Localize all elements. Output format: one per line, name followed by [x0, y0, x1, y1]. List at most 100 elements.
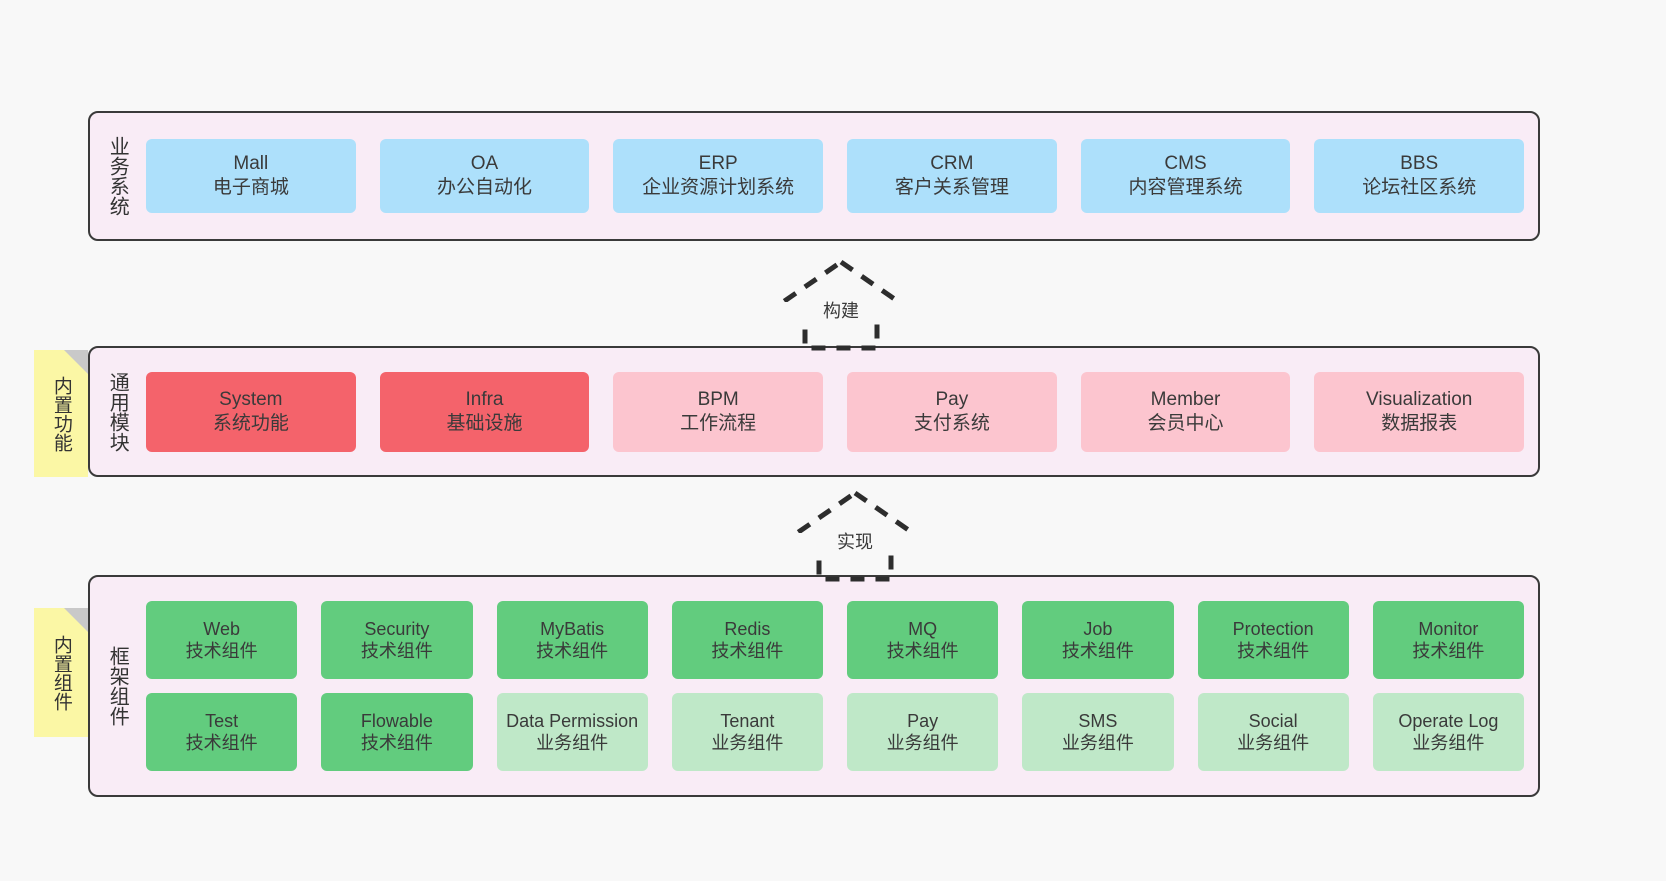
- sticky-note-label: 内置组件: [50, 634, 72, 711]
- card-sms[interactable]: SMS 业务组件: [1022, 693, 1174, 771]
- card-title-en: Operate Log: [1398, 710, 1499, 731]
- card-title-cn: 论坛社区系统: [1362, 177, 1477, 198]
- card-title-cn: 工作流程: [680, 412, 757, 434]
- card-bbs[interactable]: BBS 论坛社区系统: [1314, 139, 1525, 213]
- card-tenant[interactable]: Tenant 业务组件: [671, 693, 823, 771]
- card-title-cn: 技术组件: [1237, 641, 1310, 661]
- card-infra[interactable]: Infra 基础设施: [379, 371, 590, 452]
- card-social[interactable]: Social 业务组件: [1197, 693, 1349, 771]
- layer-body-common-modules: System 系统功能 Infra 基础设施 BPM 工作流程 Pay 支付系统…: [136, 356, 1525, 467]
- card-title-cn: 支付系统: [913, 412, 990, 434]
- card-member[interactable]: Member 会员中心: [1080, 371, 1291, 452]
- card-row: Web 技术组件 Security 技术组件 MyBatis 技术组件 Redi…: [146, 601, 1524, 679]
- card-title-en: Security: [364, 618, 430, 639]
- card-mall[interactable]: Mall 电子商城: [146, 139, 356, 213]
- card-title-cn: 技术组件: [185, 733, 258, 753]
- card-cms[interactable]: CMS 内容管理系统: [1080, 139, 1291, 213]
- card-title-cn: 系统功能: [212, 412, 289, 434]
- card-title-en: Protection: [1232, 618, 1314, 639]
- card-data-permission[interactable]: Data Permission 业务组件: [496, 693, 648, 771]
- card-title-cn: 客户关系管理: [894, 177, 1009, 198]
- card-title-cn: 技术组件: [360, 641, 433, 661]
- card-title-en: MyBatis: [540, 618, 605, 639]
- card-title-cn: 办公自动化: [437, 177, 533, 198]
- card-title-en: System: [219, 388, 283, 410]
- card-title-cn: 技术组件: [536, 641, 609, 661]
- card-visualization[interactable]: Visualization 数据报表: [1314, 371, 1525, 452]
- card-title-cn: 业务组件: [1412, 733, 1485, 753]
- card-title-en: Job: [1083, 618, 1113, 639]
- card-title-cn: 技术组件: [1412, 641, 1485, 661]
- card-erp[interactable]: ERP 企业资源计划系统: [613, 139, 824, 213]
- card-test[interactable]: Test 技术组件: [146, 693, 298, 771]
- card-system[interactable]: System 系统功能: [146, 371, 356, 452]
- sticky-note-builtin-features: 内置功能: [34, 350, 88, 477]
- card-title-cn: 业务组件: [1237, 733, 1310, 753]
- card-title-en: Pay: [907, 710, 939, 731]
- card-title-en: Social: [1248, 710, 1298, 731]
- card-title-cn: 数据报表: [1381, 412, 1458, 434]
- card-title-cn: 技术组件: [711, 641, 784, 661]
- fold-corner-icon: [64, 350, 88, 374]
- arrow-realize-icon: [765, 489, 945, 582]
- card-row: System 系统功能 Infra 基础设施 BPM 工作流程 Pay 支付系统…: [146, 371, 1525, 452]
- layer-common-modules: 通用模块 System 系统功能 Infra 基础设施 BPM 工作流程 Pay…: [88, 346, 1540, 477]
- card-title-en: CRM: [930, 153, 974, 175]
- arrow-realize: 实现: [765, 489, 945, 582]
- card-title-en: Infra: [465, 388, 504, 410]
- card-title-en: Pay: [935, 388, 969, 410]
- card-title-en: Flowable: [360, 710, 433, 731]
- sticky-note-label: 内置功能: [50, 375, 72, 452]
- card-operate-log[interactable]: Operate Log 业务组件: [1372, 693, 1524, 771]
- card-title-en: Redis: [724, 618, 771, 639]
- arrow-build-icon: [751, 258, 931, 351]
- card-flowable[interactable]: Flowable 技术组件: [321, 693, 473, 771]
- layer-title-business-system: 业务系统: [106, 136, 129, 216]
- card-crm[interactable]: CRM 客户关系管理: [847, 139, 1057, 213]
- layer-title-common-modules: 通用模块: [106, 371, 129, 452]
- card-row: Test 技术组件 Flowable 技术组件 Data Permission …: [146, 693, 1524, 771]
- card-title-en: OA: [470, 153, 499, 175]
- card-title-cn: 技术组件: [886, 641, 959, 661]
- card-mybatis[interactable]: MyBatis 技术组件: [496, 601, 648, 679]
- card-title-en: ERP: [698, 153, 738, 175]
- card-mq[interactable]: MQ 技术组件: [847, 601, 999, 679]
- card-title-en: Visualization: [1366, 388, 1473, 410]
- card-title-en: Test: [205, 710, 239, 731]
- card-title-en: BPM: [697, 388, 739, 410]
- card-bpm[interactable]: BPM 工作流程: [613, 371, 824, 452]
- card-title-en: Tenant: [720, 710, 775, 731]
- arrow-build: 构建: [751, 258, 931, 351]
- layer-business-system: 业务系统 Mall 电子商城 OA 办公自动化 ERP 企业资源计划系统 CRM…: [88, 111, 1540, 241]
- card-pay-module[interactable]: Pay 支付系统: [847, 371, 1057, 452]
- card-title-cn: 技术组件: [1061, 641, 1134, 661]
- card-title-cn: 业务组件: [886, 733, 959, 753]
- card-title-cn: 技术组件: [185, 641, 258, 661]
- card-title-en: Web: [203, 618, 240, 639]
- card-title-cn: 企业资源计划系统: [642, 177, 795, 198]
- card-title-cn: 技术组件: [360, 733, 433, 753]
- card-title-cn: 业务组件: [711, 733, 784, 753]
- card-pay-component[interactable]: Pay 业务组件: [847, 693, 999, 771]
- card-web[interactable]: Web 技术组件: [146, 601, 298, 679]
- layer-title-framework-components: 框架组件: [106, 646, 129, 726]
- card-title-en: SMS: [1078, 710, 1118, 731]
- layer-framework-components: 框架组件 Web 技术组件 Security 技术组件 MyBatis 技术组件…: [88, 575, 1540, 797]
- card-row: Mall 电子商城 OA 办公自动化 ERP 企业资源计划系统 CRM 客户关系…: [146, 139, 1525, 213]
- card-title-cn: 基础设施: [446, 412, 523, 434]
- fold-corner-icon: [64, 608, 88, 632]
- card-security[interactable]: Security 技术组件: [321, 601, 473, 679]
- layer-body-business-system: Mall 电子商城 OA 办公自动化 ERP 企业资源计划系统 CRM 客户关系…: [136, 121, 1525, 231]
- card-job[interactable]: Job 技术组件: [1022, 601, 1174, 679]
- card-monitor[interactable]: Monitor 技术组件: [1372, 601, 1524, 679]
- card-title-en: BBS: [1400, 153, 1439, 175]
- card-redis[interactable]: Redis 技术组件: [671, 601, 823, 679]
- card-title-en: CMS: [1164, 153, 1207, 175]
- card-title-en: Monitor: [1418, 618, 1479, 639]
- sticky-note-builtin-components: 内置组件: [34, 608, 88, 737]
- card-protection[interactable]: Protection 技术组件: [1197, 601, 1349, 679]
- card-title-cn: 电子商城: [212, 177, 289, 198]
- card-title-cn: 业务组件: [536, 733, 609, 753]
- card-oa[interactable]: OA 办公自动化: [379, 139, 590, 213]
